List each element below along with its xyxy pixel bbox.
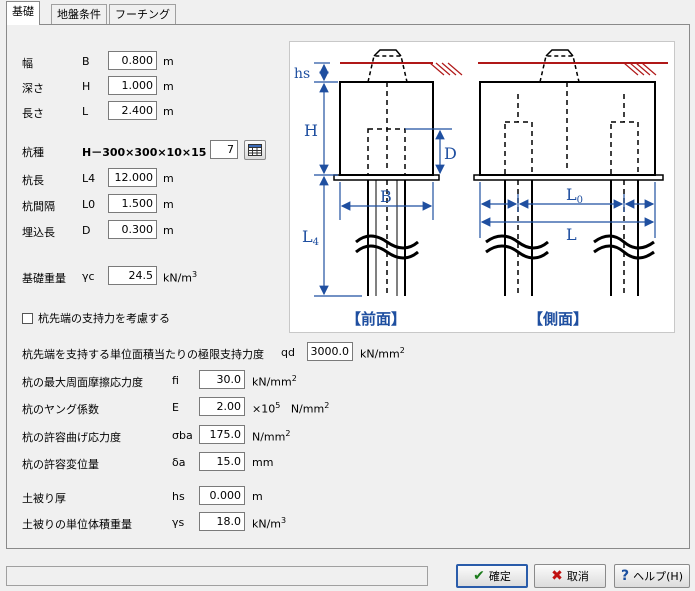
dim-l-label: L — [566, 225, 577, 244]
pile-length-input[interactable]: 12.000 — [108, 168, 157, 187]
fi-label: 杭の最大周面摩擦応力度 — [22, 376, 143, 389]
sba-unit: N/mm2 — [252, 429, 291, 444]
status-bar — [6, 566, 428, 586]
pile-spacing-unit: m — [163, 198, 174, 211]
pile-spacing-label: 杭間隔 — [22, 200, 55, 213]
foundation-diagram: hs H L4 D B L0 L 【前面】 【側面】 — [289, 41, 675, 333]
width-label: 幅 — [22, 57, 33, 70]
cancel-button-label: 取消 — [566, 570, 589, 583]
gs-symbol: γs — [172, 516, 185, 529]
pile-type-label: 杭種 — [22, 146, 44, 159]
length-unit: m — [163, 105, 174, 118]
tab-foundation[interactable]: 基礎 — [6, 1, 40, 25]
tip-bearing-checkbox-row[interactable]: 杭先端の支持力を考慮する — [22, 310, 170, 326]
hs-unit: m — [252, 490, 263, 503]
pile-length-label: 杭長 — [22, 174, 44, 187]
dimension-labels: hs H L4 D B L0 L — [294, 66, 583, 248]
da-input[interactable]: 15.0 — [199, 452, 245, 471]
gs-unit: kN/m3 — [252, 516, 287, 531]
embed-length-unit: m — [163, 224, 174, 237]
hs-input[interactable]: 0.000 — [199, 486, 245, 505]
dim-hs-label: hs — [294, 66, 310, 82]
fi-symbol: fi — [172, 374, 179, 387]
unit-weight-unit: kN/m3 — [163, 270, 198, 285]
width-input[interactable]: 0.800 — [108, 51, 157, 70]
hs-symbol: hs — [172, 490, 185, 503]
width-unit: m — [163, 55, 174, 68]
side-view-caption: 【側面】 — [528, 310, 588, 328]
length-input[interactable]: 2.400 — [108, 101, 157, 120]
table-icon — [248, 144, 262, 156]
pile-type-text: H－300×300×10×15 — [82, 146, 207, 159]
sba-label: 杭の許容曲げ応力度 — [22, 431, 121, 444]
ground-hatch-icon — [429, 62, 657, 76]
dim-b-label: B — [380, 187, 392, 206]
length-label: 長さ — [22, 107, 44, 120]
close-icon: ✖ — [551, 568, 563, 584]
pile-type-input[interactable]: 7 — [210, 140, 238, 159]
e-unit: ×105 N/mm2 — [252, 401, 330, 416]
qd-label: 杭先端を支持する単位面積当たりの極限支持力度 — [22, 348, 264, 361]
gs-label: 土被りの単位体積重量 — [22, 518, 132, 531]
da-label: 杭の許容変位量 — [22, 458, 99, 471]
depth-input[interactable]: 1.000 — [108, 76, 157, 95]
fi-unit: kN/mm2 — [252, 374, 297, 389]
qd-unit: kN/mm2 — [360, 346, 405, 361]
gs-input[interactable]: 18.0 — [199, 512, 245, 531]
length-symbol: L — [82, 105, 89, 118]
tip-bearing-checkbox-label: 杭先端の支持力を考慮する — [38, 312, 170, 325]
qd-symbol: qd — [281, 346, 295, 359]
dim-l4-label: L4 — [302, 227, 319, 248]
cancel-button[interactable]: ✖ 取消 — [534, 564, 606, 588]
front-view-caption: 【前面】 — [346, 310, 406, 328]
help-button-label: ヘルプ(H) — [633, 570, 683, 583]
sba-symbol: σba — [172, 429, 193, 442]
e-label: 杭のヤング係数 — [22, 403, 99, 416]
foundation-diagram-svg: hs H L4 D B L0 L 【前面】 【側面】 — [294, 49, 668, 328]
dimension-lines — [314, 62, 656, 297]
da-unit: mm — [252, 456, 274, 469]
tab-ground-conditions[interactable]: 地盤条件 — [51, 4, 107, 24]
unit-weight-label: 基礎重量 — [22, 272, 66, 285]
dim-d-label: D — [444, 144, 457, 163]
embed-length-input[interactable]: 0.300 — [108, 220, 157, 239]
ok-button[interactable]: ✔ 確定 — [456, 564, 528, 588]
width-symbol: B — [82, 55, 90, 68]
embed-length-symbol: D — [82, 224, 91, 237]
e-input[interactable]: 2.00 — [199, 397, 245, 416]
dim-h-label: H — [304, 121, 318, 140]
ok-button-label: 確定 — [488, 570, 511, 583]
hs-label: 土被り厚 — [22, 492, 66, 505]
check-icon: ✔ — [473, 568, 485, 584]
sba-input[interactable]: 175.0 — [199, 425, 245, 444]
depth-label: 深さ — [22, 82, 44, 95]
question-icon: ? — [621, 568, 630, 584]
dim-l0-label: L0 — [566, 185, 583, 206]
depth-unit: m — [163, 80, 174, 93]
fi-input[interactable]: 30.0 — [199, 370, 245, 389]
pile-length-symbol: L4 — [82, 172, 96, 185]
da-symbol: δa — [172, 456, 186, 469]
pile-spacing-symbol: L0 — [82, 198, 96, 211]
pile-type-select-button[interactable] — [244, 140, 266, 160]
unit-weight-symbol: γc — [82, 270, 95, 283]
unit-weight-input[interactable]: 24.5 — [108, 266, 157, 285]
help-button[interactable]: ? ヘルプ(H) — [614, 564, 690, 588]
pile-length-unit: m — [163, 172, 174, 185]
tip-bearing-checkbox[interactable] — [22, 312, 33, 324]
depth-symbol: H — [82, 80, 91, 93]
side-view — [473, 49, 664, 296]
e-symbol: E — [172, 401, 179, 414]
embed-length-label: 埋込長 — [22, 226, 55, 239]
front-view — [333, 49, 440, 296]
qd-input[interactable]: 3000.0 — [307, 342, 353, 361]
tab-footing[interactable]: フーチング — [109, 4, 176, 24]
pile-spacing-input[interactable]: 1.500 — [108, 194, 157, 213]
